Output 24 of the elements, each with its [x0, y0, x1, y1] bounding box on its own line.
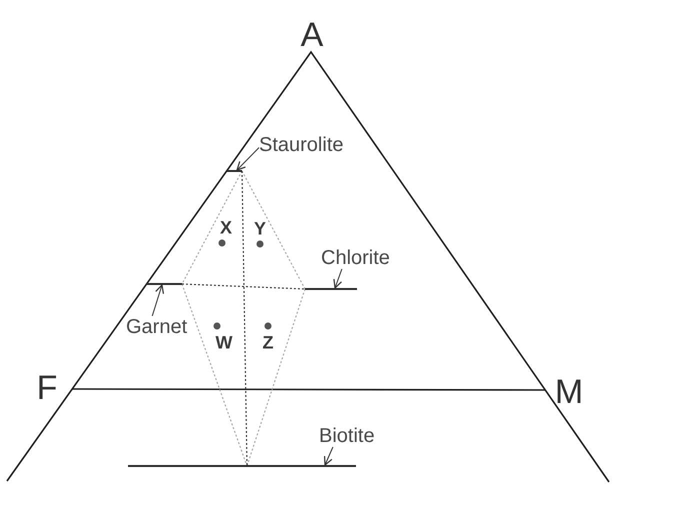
mineral-label: Biotite: [319, 425, 377, 447]
mineral-label: Staurolite: [259, 134, 346, 156]
mineral-label: Chlorite: [321, 247, 393, 269]
point-label: W: [216, 334, 232, 352]
point-label: Y: [254, 220, 266, 238]
vertex-label: M: [554, 374, 584, 410]
leader-arrow: [152, 284, 164, 316]
leader-arrow: [236, 147, 260, 171]
mineral-label: Garnet: [126, 316, 190, 338]
vertex-label: A: [300, 17, 324, 53]
dotted-tie-line: [182, 283, 306, 290]
vertex-label: F: [36, 370, 58, 406]
tie-line: [305, 288, 357, 290]
point-label: Z: [262, 334, 274, 352]
dotted-tie-line: [242, 170, 306, 290]
dotted-tie-line: [241, 171, 248, 466]
leader-arrow: [324, 446, 334, 466]
tie-line: [147, 283, 182, 285]
dotted-tie-line: [182, 170, 242, 284]
tie-line: [227, 170, 242, 172]
dotted-tie-line: [246, 288, 306, 466]
point-label: X: [220, 218, 232, 238]
leader-arrow: [333, 268, 342, 289]
tie-line: [128, 465, 356, 467]
